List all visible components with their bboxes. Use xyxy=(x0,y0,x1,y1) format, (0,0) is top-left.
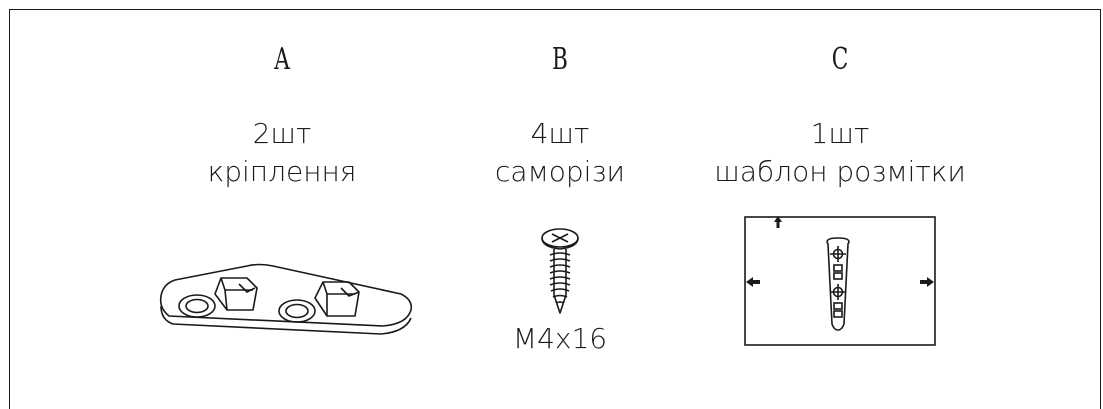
part-c-letter: C xyxy=(831,42,849,77)
marking-template-icon xyxy=(744,216,936,346)
mounting-bracket-icon xyxy=(159,263,413,335)
part-b-name: саморізи xyxy=(495,155,625,188)
part-b-quantity: 4шт xyxy=(530,117,590,150)
part-b-spec: M4x16 xyxy=(512,322,608,355)
part-a-name: кріплення xyxy=(207,155,357,188)
screw-icon xyxy=(541,228,579,314)
part-c-name: шаблон розмітки xyxy=(714,155,966,188)
part-a-quantity: 2шт xyxy=(252,117,312,150)
parts-frame xyxy=(9,9,1101,409)
part-b-letter: B xyxy=(552,42,568,77)
part-c-quantity: 1шт xyxy=(810,117,870,150)
part-a-letter: A xyxy=(274,42,290,77)
